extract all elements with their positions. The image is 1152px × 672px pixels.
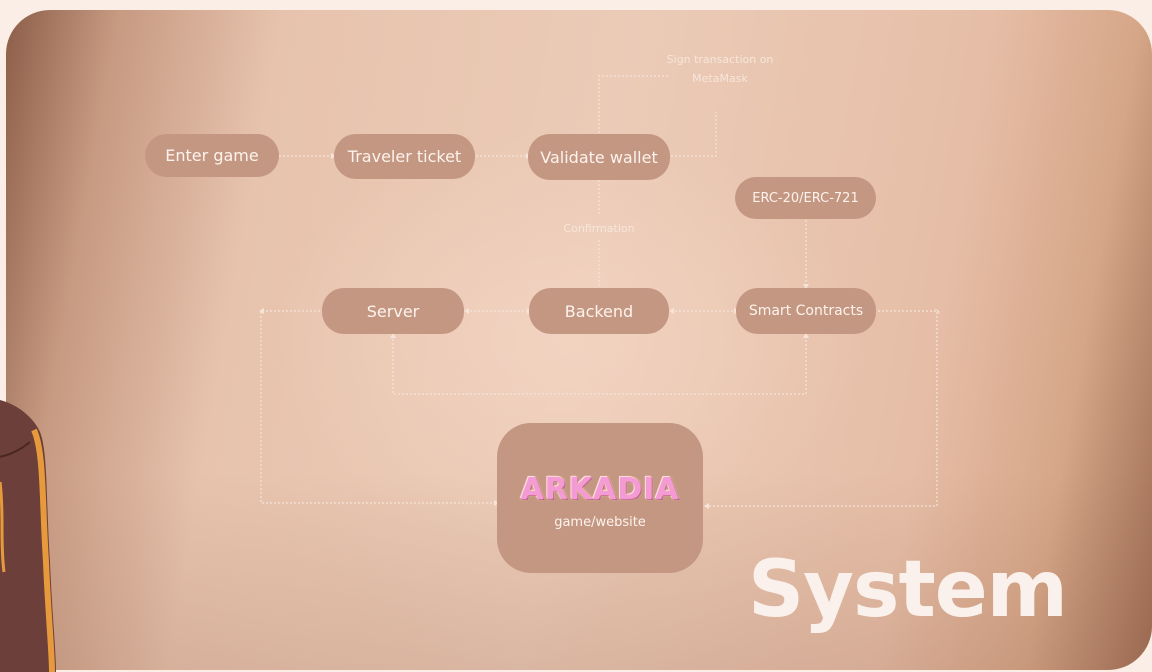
node-validate-wallet: Validate wallet	[528, 134, 670, 180]
character-illustration	[0, 400, 56, 672]
diagram-panel	[6, 10, 1152, 670]
node-label: Smart Contracts	[748, 303, 864, 319]
node-enter-game: Enter game	[145, 134, 279, 177]
node-traveler-ticket: Traveler ticket	[334, 134, 475, 179]
node-server: Server	[322, 288, 464, 334]
page-title: System	[748, 545, 1068, 635]
node-smart-contracts: Smart Contracts	[736, 288, 876, 334]
game-website-node: ARKADIA game/website	[497, 423, 703, 573]
node-label: Backend	[564, 301, 634, 321]
connector-lines	[259, 75, 940, 509]
note-sign-transaction: Sign transaction on MetaMask	[666, 53, 774, 85]
node-label: ERC-20/ERC-721	[752, 190, 859, 206]
arkadia-logo: ARKADIA	[520, 472, 680, 507]
node-erc-standards: ERC-20/ERC-721	[735, 177, 876, 219]
game-caption: game/website	[554, 515, 646, 530]
node-label: Server	[366, 301, 420, 321]
node-label: Validate wallet	[540, 147, 658, 167]
note-confirmation: Confirmation	[563, 222, 635, 235]
node-backend: Backend	[529, 288, 669, 334]
node-label: Traveler ticket	[347, 147, 462, 166]
node-label: Enter game	[165, 146, 259, 165]
